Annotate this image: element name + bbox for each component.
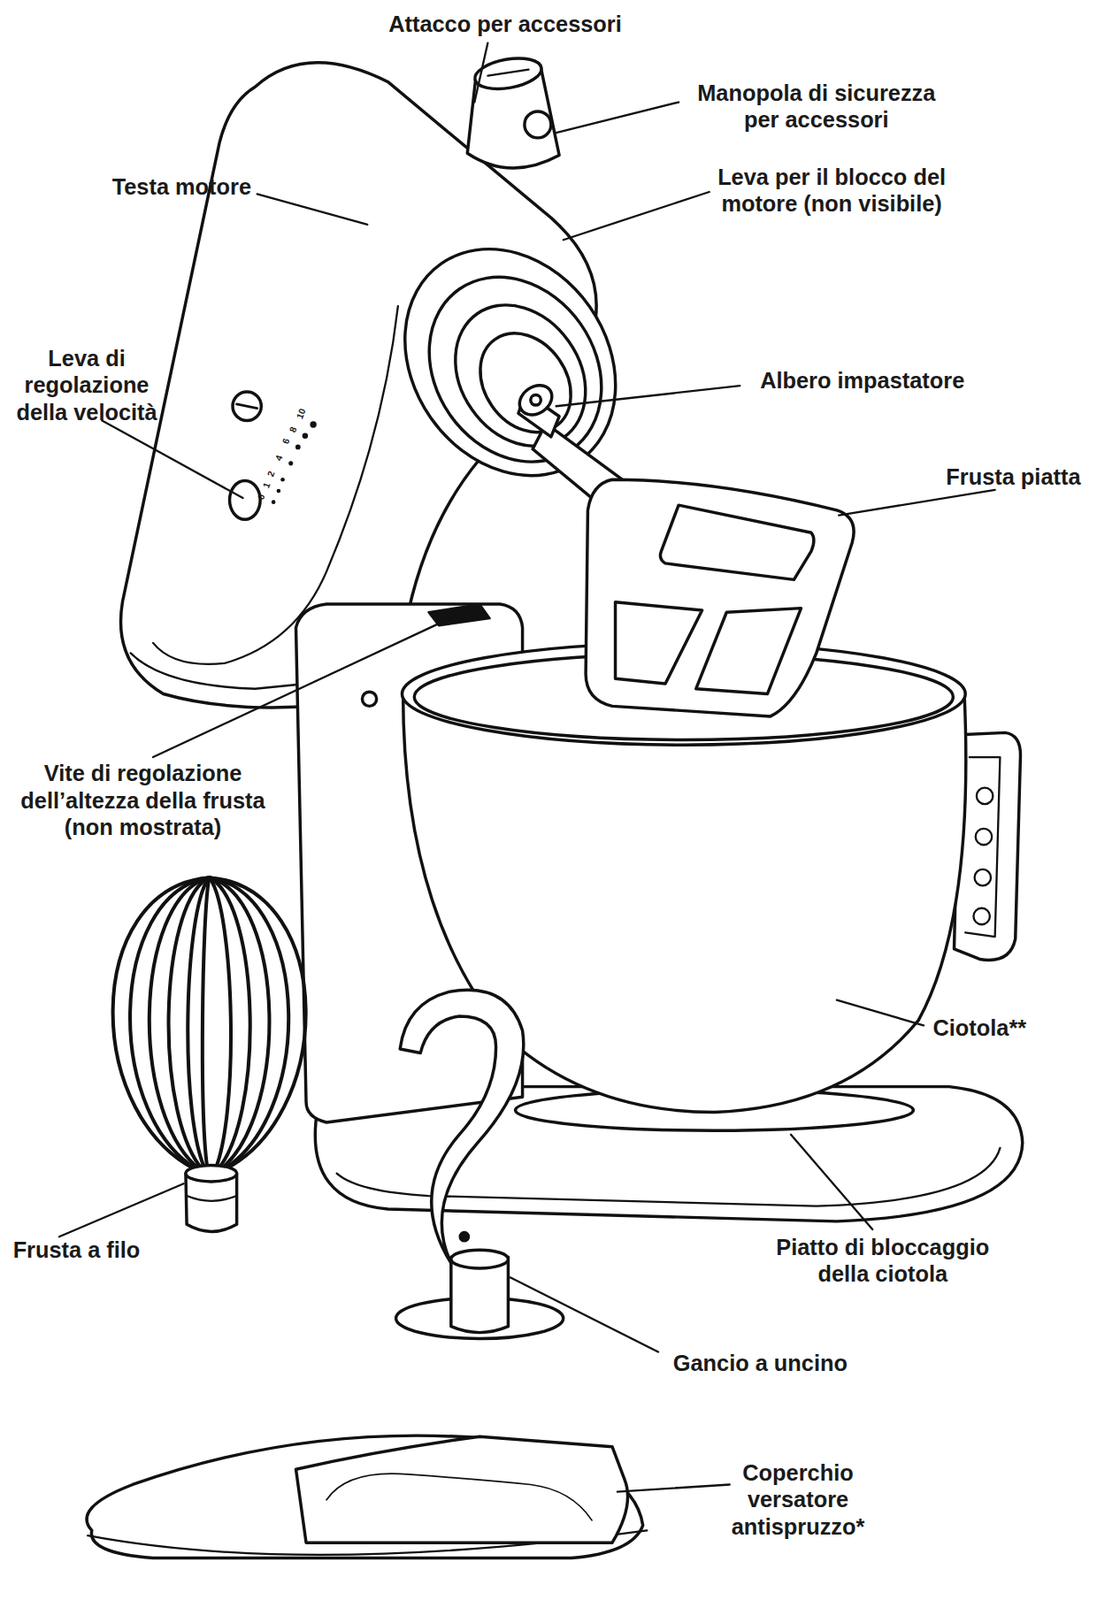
- speed-number: 2: [265, 469, 278, 479]
- motor-hub-inner: [461, 315, 590, 450]
- label-line: versatore: [731, 1486, 866, 1513]
- wire-whip: [113, 877, 307, 1174]
- shield-chute: [296, 1436, 629, 1543]
- handle-grips: [973, 788, 993, 926]
- pedestal-hole: [361, 691, 376, 706]
- bowl: [403, 694, 967, 1113]
- part-label: Vite di regolazione dell’altezza della f…: [20, 760, 265, 842]
- part-label: Attacco per accessori: [388, 9, 622, 37]
- label-line: regolazione: [15, 372, 157, 399]
- part-label: Ciotola**: [933, 1013, 1028, 1041]
- label-line: antispruzzo*: [731, 1513, 866, 1541]
- speed-number: 0: [256, 492, 269, 502]
- speed-number: 10: [294, 407, 309, 422]
- speed-number: 4: [273, 453, 286, 463]
- label-line: Frusta piatta: [945, 462, 1081, 490]
- head-bottom-line: [130, 652, 307, 689]
- part-label: Albero impastatore: [759, 367, 965, 394]
- speed-number: 6: [280, 437, 293, 446]
- part-label: Testa motore: [112, 173, 252, 200]
- motor-collar: [361, 207, 660, 517]
- label-line: per accessori: [697, 106, 936, 133]
- label-line: Leva per il blocco del: [717, 162, 946, 190]
- label-line: 0: [256, 492, 269, 502]
- flat-beater: [585, 479, 854, 717]
- whip-hub-top: [185, 1165, 238, 1182]
- attachment-knob: [524, 111, 552, 139]
- bowl-handle-inner: [965, 757, 1000, 937]
- beater-hole: [615, 602, 703, 684]
- speed-lever: [230, 480, 261, 520]
- part-label: Frusta a filo: [13, 1236, 141, 1264]
- label-line: Ciotola**: [933, 1013, 1028, 1041]
- speed-number: 8: [287, 425, 300, 435]
- label-line: Albero impastatore: [759, 367, 965, 394]
- label-line: 6: [280, 437, 293, 446]
- beater-hole: [696, 608, 802, 695]
- part-label: Manopola di sicurezza per accessori: [697, 79, 936, 134]
- pouring-shield: [86, 1435, 644, 1558]
- chute-detail: [326, 1473, 592, 1521]
- label-line: della ciotola: [775, 1260, 990, 1288]
- screw: [232, 391, 261, 421]
- part-label: Leva di regolazione della velocità: [15, 345, 157, 426]
- height-screw-slot: [428, 604, 490, 626]
- label-line: 1: [260, 481, 274, 491]
- label-line: Leva di: [15, 345, 157, 372]
- hook-top: [451, 1250, 509, 1269]
- label-line: Coperchio: [731, 1459, 866, 1487]
- part-label: Frusta piatta: [945, 462, 1081, 490]
- label-line: 10: [294, 407, 309, 422]
- label-line: Gancio a uncino: [673, 1350, 848, 1377]
- label-line: 4: [273, 453, 286, 463]
- part-label: Leva per il blocco del motore (non visib…: [717, 162, 946, 217]
- label-line: dell’altezza della frusta: [20, 787, 265, 814]
- label-line: 8: [287, 425, 300, 435]
- label-line: Testa motore: [112, 173, 252, 200]
- label-line: Attacco per accessori: [388, 9, 622, 37]
- label-line: motore (non visibile): [717, 190, 946, 217]
- label-line: Piatto di bloccaggio: [775, 1233, 990, 1260]
- motor-hub: [429, 279, 614, 472]
- speed-number: 1: [260, 481, 274, 491]
- part-label: Coperchio versatore antispruzzo*: [731, 1459, 866, 1541]
- motor-collar-inner: [393, 243, 637, 496]
- part-label: Piatto di bloccaggio della ciotola: [775, 1233, 990, 1288]
- label-line: 2: [265, 469, 278, 479]
- label-line: (non mostrata): [20, 814, 265, 842]
- dough-hook: [399, 989, 524, 1264]
- hook-hole: [460, 1233, 468, 1242]
- label-line: Vite di regolazione: [20, 760, 265, 788]
- label-line: Manopola di sicurezza: [697, 79, 936, 107]
- speed-dots: [271, 421, 317, 505]
- beater-hole: [659, 505, 814, 580]
- part-label: Gancio a uncino: [673, 1350, 848, 1377]
- whip-hub-collar: [186, 1196, 238, 1202]
- label-line: Frusta a filo: [13, 1236, 141, 1264]
- beater-shaft-end: [513, 379, 558, 422]
- attachment-slot: [487, 69, 529, 77]
- beater-shaft-pin: [530, 395, 542, 407]
- label-line: della velocità: [15, 398, 157, 426]
- screw-slot: [237, 404, 258, 409]
